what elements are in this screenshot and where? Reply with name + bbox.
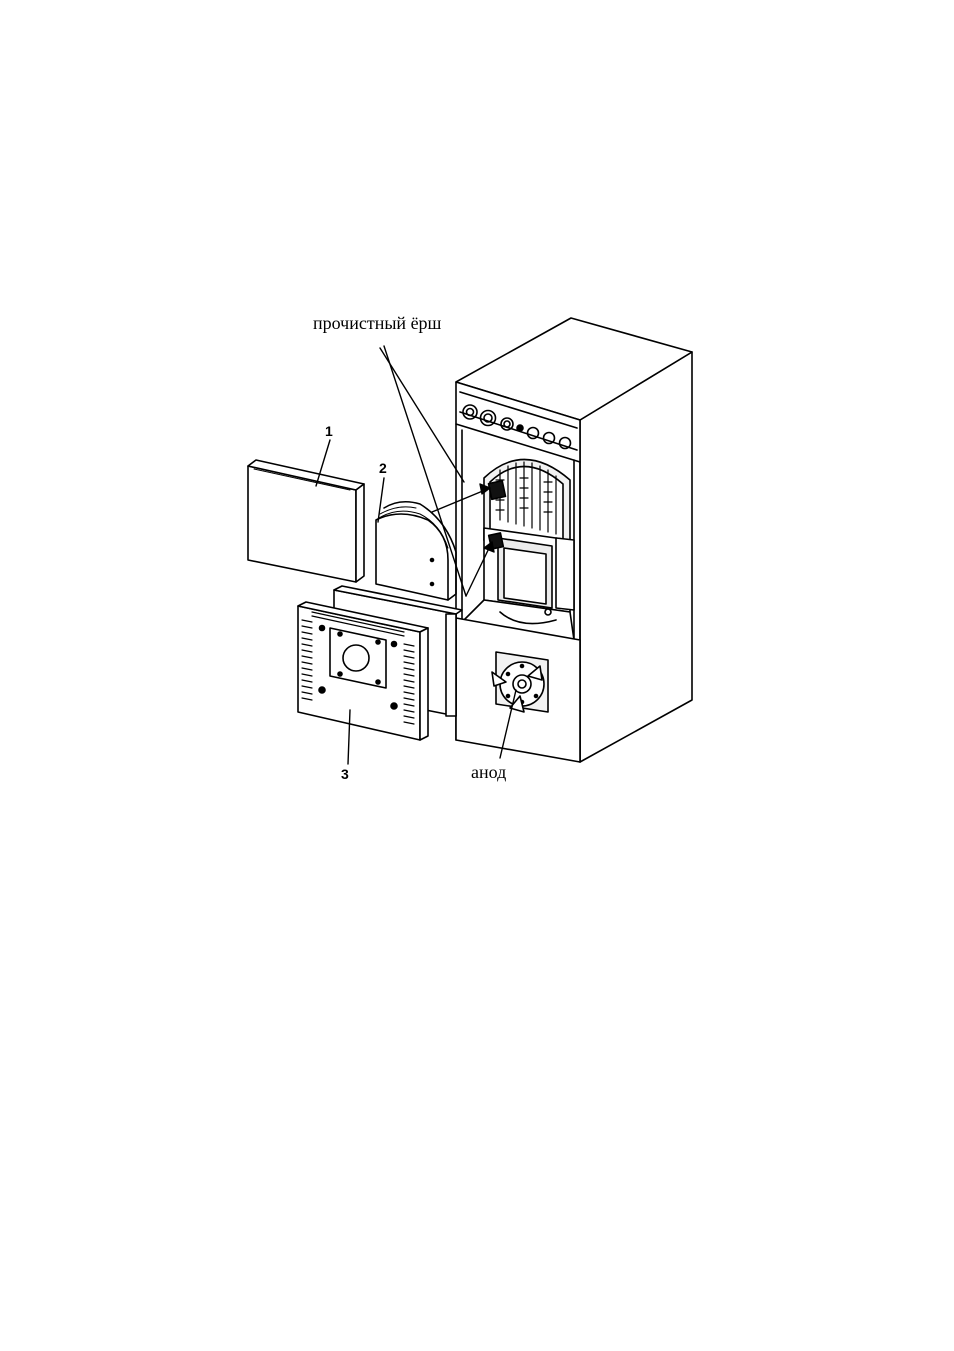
lower-panel [456, 618, 580, 762]
anode-label: анод [471, 763, 506, 781]
part-3-label: 3 [341, 767, 349, 781]
part-2-insulation-door [376, 502, 456, 600]
indicator-light-icon [517, 425, 523, 431]
part-1-front-cover [248, 460, 364, 582]
part-1-label: 1 [325, 424, 333, 438]
cleaning-brush-icon [488, 481, 505, 500]
part-2-label: 2 [379, 461, 387, 475]
burner-hole-icon [343, 645, 369, 671]
cleaning-brush-label: прочистный ёрш [313, 314, 441, 332]
cabinet-right-side [580, 352, 692, 762]
